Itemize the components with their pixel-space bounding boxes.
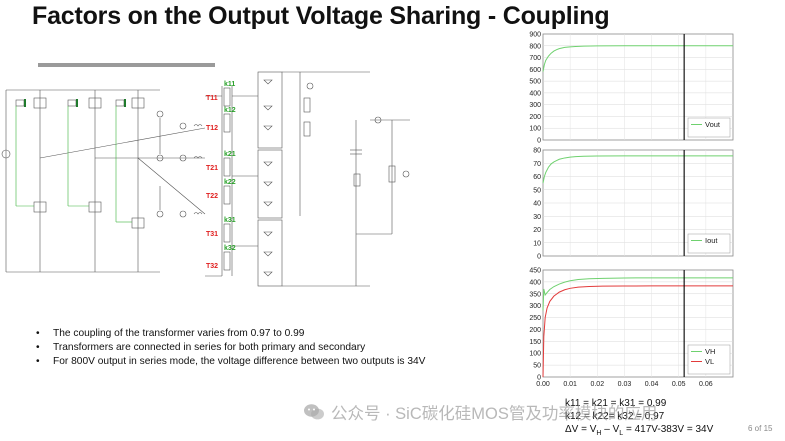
x-tick-label: 0.01 bbox=[563, 381, 577, 388]
y-tick-label: 100 bbox=[529, 126, 541, 133]
y-tick-label: 800 bbox=[529, 43, 541, 50]
coupling-label-k11: k11 bbox=[224, 81, 235, 88]
coupling-label-k31: k31 bbox=[224, 217, 236, 224]
y-tick-label: 400 bbox=[529, 90, 541, 97]
bullet-item: For 800V output in series mode, the volt… bbox=[34, 355, 434, 369]
y-tick-label: 70 bbox=[533, 161, 541, 168]
y-tick-label: 100 bbox=[529, 351, 541, 358]
y-tick-label: 500 bbox=[529, 79, 541, 86]
y-tick-label: 600 bbox=[529, 67, 541, 74]
transformer-label-t32: T32 bbox=[206, 263, 218, 270]
y-tick-label: 30 bbox=[533, 214, 541, 221]
circuit-schematic: k11 k12 k21 k22 k31 k32 T11 T12 T21 T22 … bbox=[1, 71, 410, 287]
y-tick-label: 450 bbox=[529, 268, 541, 275]
legend-label: VL bbox=[705, 357, 714, 366]
bullet-list: The coupling of the transformer varies f… bbox=[34, 327, 434, 370]
bullet-item: The coupling of the transformer varies f… bbox=[34, 327, 434, 341]
x-tick-label: 0.05 bbox=[672, 381, 686, 388]
coupling-label-k21: k21 bbox=[224, 151, 236, 158]
y-tick-label: 250 bbox=[529, 315, 541, 322]
page-number: 6 of 15 bbox=[748, 424, 773, 433]
y-tick-label: 0 bbox=[537, 254, 541, 261]
slide-title: Factors on the Output Voltage Sharing - … bbox=[32, 2, 610, 30]
coupling-notes: k11 = k21 = k31 = 0.99 k12 = k22= k32 = … bbox=[565, 398, 713, 440]
x-tick-label: 0.06 bbox=[699, 381, 713, 388]
y-tick-label: 0 bbox=[537, 138, 541, 145]
x-tick-label: 0.04 bbox=[645, 381, 659, 388]
transformer-label-t21: T21 bbox=[206, 165, 218, 172]
y-tick-label: 20 bbox=[533, 227, 541, 234]
transformer-label-t12: T12 bbox=[206, 125, 218, 132]
transformer-label-t11: T11 bbox=[206, 95, 218, 102]
y-tick-label: 350 bbox=[529, 291, 541, 298]
y-tick-label: 400 bbox=[529, 279, 541, 286]
y-tick-label: 900 bbox=[529, 32, 541, 39]
watermark: 公众号 · SiC碳化硅MOS管及功率模块的应用 bbox=[303, 400, 763, 424]
coupling-label-k12: k12 bbox=[224, 107, 236, 114]
simulation-plots: 0100200300400500600700800900Vout01020304… bbox=[529, 32, 734, 388]
series-line-iout bbox=[542, 155, 733, 184]
wechat-icon bbox=[303, 403, 325, 421]
x-tick-label: 0.00 bbox=[536, 381, 550, 388]
note-line-k2: k12 = k22= k32 = 0.97 bbox=[565, 410, 665, 422]
coupling-label-k22: k22 bbox=[224, 179, 236, 186]
y-tick-label: 200 bbox=[529, 327, 541, 334]
legend-label: Vout bbox=[705, 120, 721, 129]
y-tick-label: 80 bbox=[533, 148, 541, 155]
note-line-delta-v: ΔV = VH – VL = 417V-383V = 34V bbox=[565, 423, 714, 437]
y-tick-label: 200 bbox=[529, 114, 541, 121]
bullet-item: Transformers are connected in series for… bbox=[34, 341, 434, 355]
transformer-label-t31: T31 bbox=[206, 231, 218, 238]
coupling-label-k32: k32 bbox=[224, 245, 236, 252]
series-line-vout bbox=[542, 45, 733, 72]
note-line-k1: k11 = k21 = k31 = 0.99 bbox=[565, 398, 667, 409]
y-tick-label: 40 bbox=[533, 201, 541, 208]
legend-box bbox=[687, 344, 731, 375]
y-tick-label: 300 bbox=[529, 102, 541, 109]
legend-label: Iout bbox=[705, 236, 718, 245]
series-line-vl bbox=[542, 285, 733, 378]
y-tick-label: 0 bbox=[537, 375, 541, 382]
x-tick-label: 0.03 bbox=[618, 381, 632, 388]
legend-box bbox=[687, 117, 731, 138]
legend-label: VH bbox=[705, 347, 715, 356]
y-tick-label: 700 bbox=[529, 55, 541, 62]
y-tick-label: 60 bbox=[533, 174, 541, 181]
watermark-text: 公众号 · SiC碳化硅MOS管及功率模块的应用 bbox=[331, 405, 658, 423]
y-tick-label: 10 bbox=[533, 240, 541, 247]
series-line-vh bbox=[542, 277, 733, 311]
title-underline bbox=[38, 63, 215, 67]
y-tick-label: 50 bbox=[533, 363, 541, 370]
transformer-label-t22: T22 bbox=[206, 193, 218, 200]
y-tick-label: 50 bbox=[533, 187, 541, 194]
legend-box bbox=[687, 233, 731, 254]
y-tick-label: 300 bbox=[529, 303, 541, 310]
y-tick-label: 150 bbox=[529, 339, 541, 346]
x-tick-label: 0.02 bbox=[590, 381, 604, 388]
